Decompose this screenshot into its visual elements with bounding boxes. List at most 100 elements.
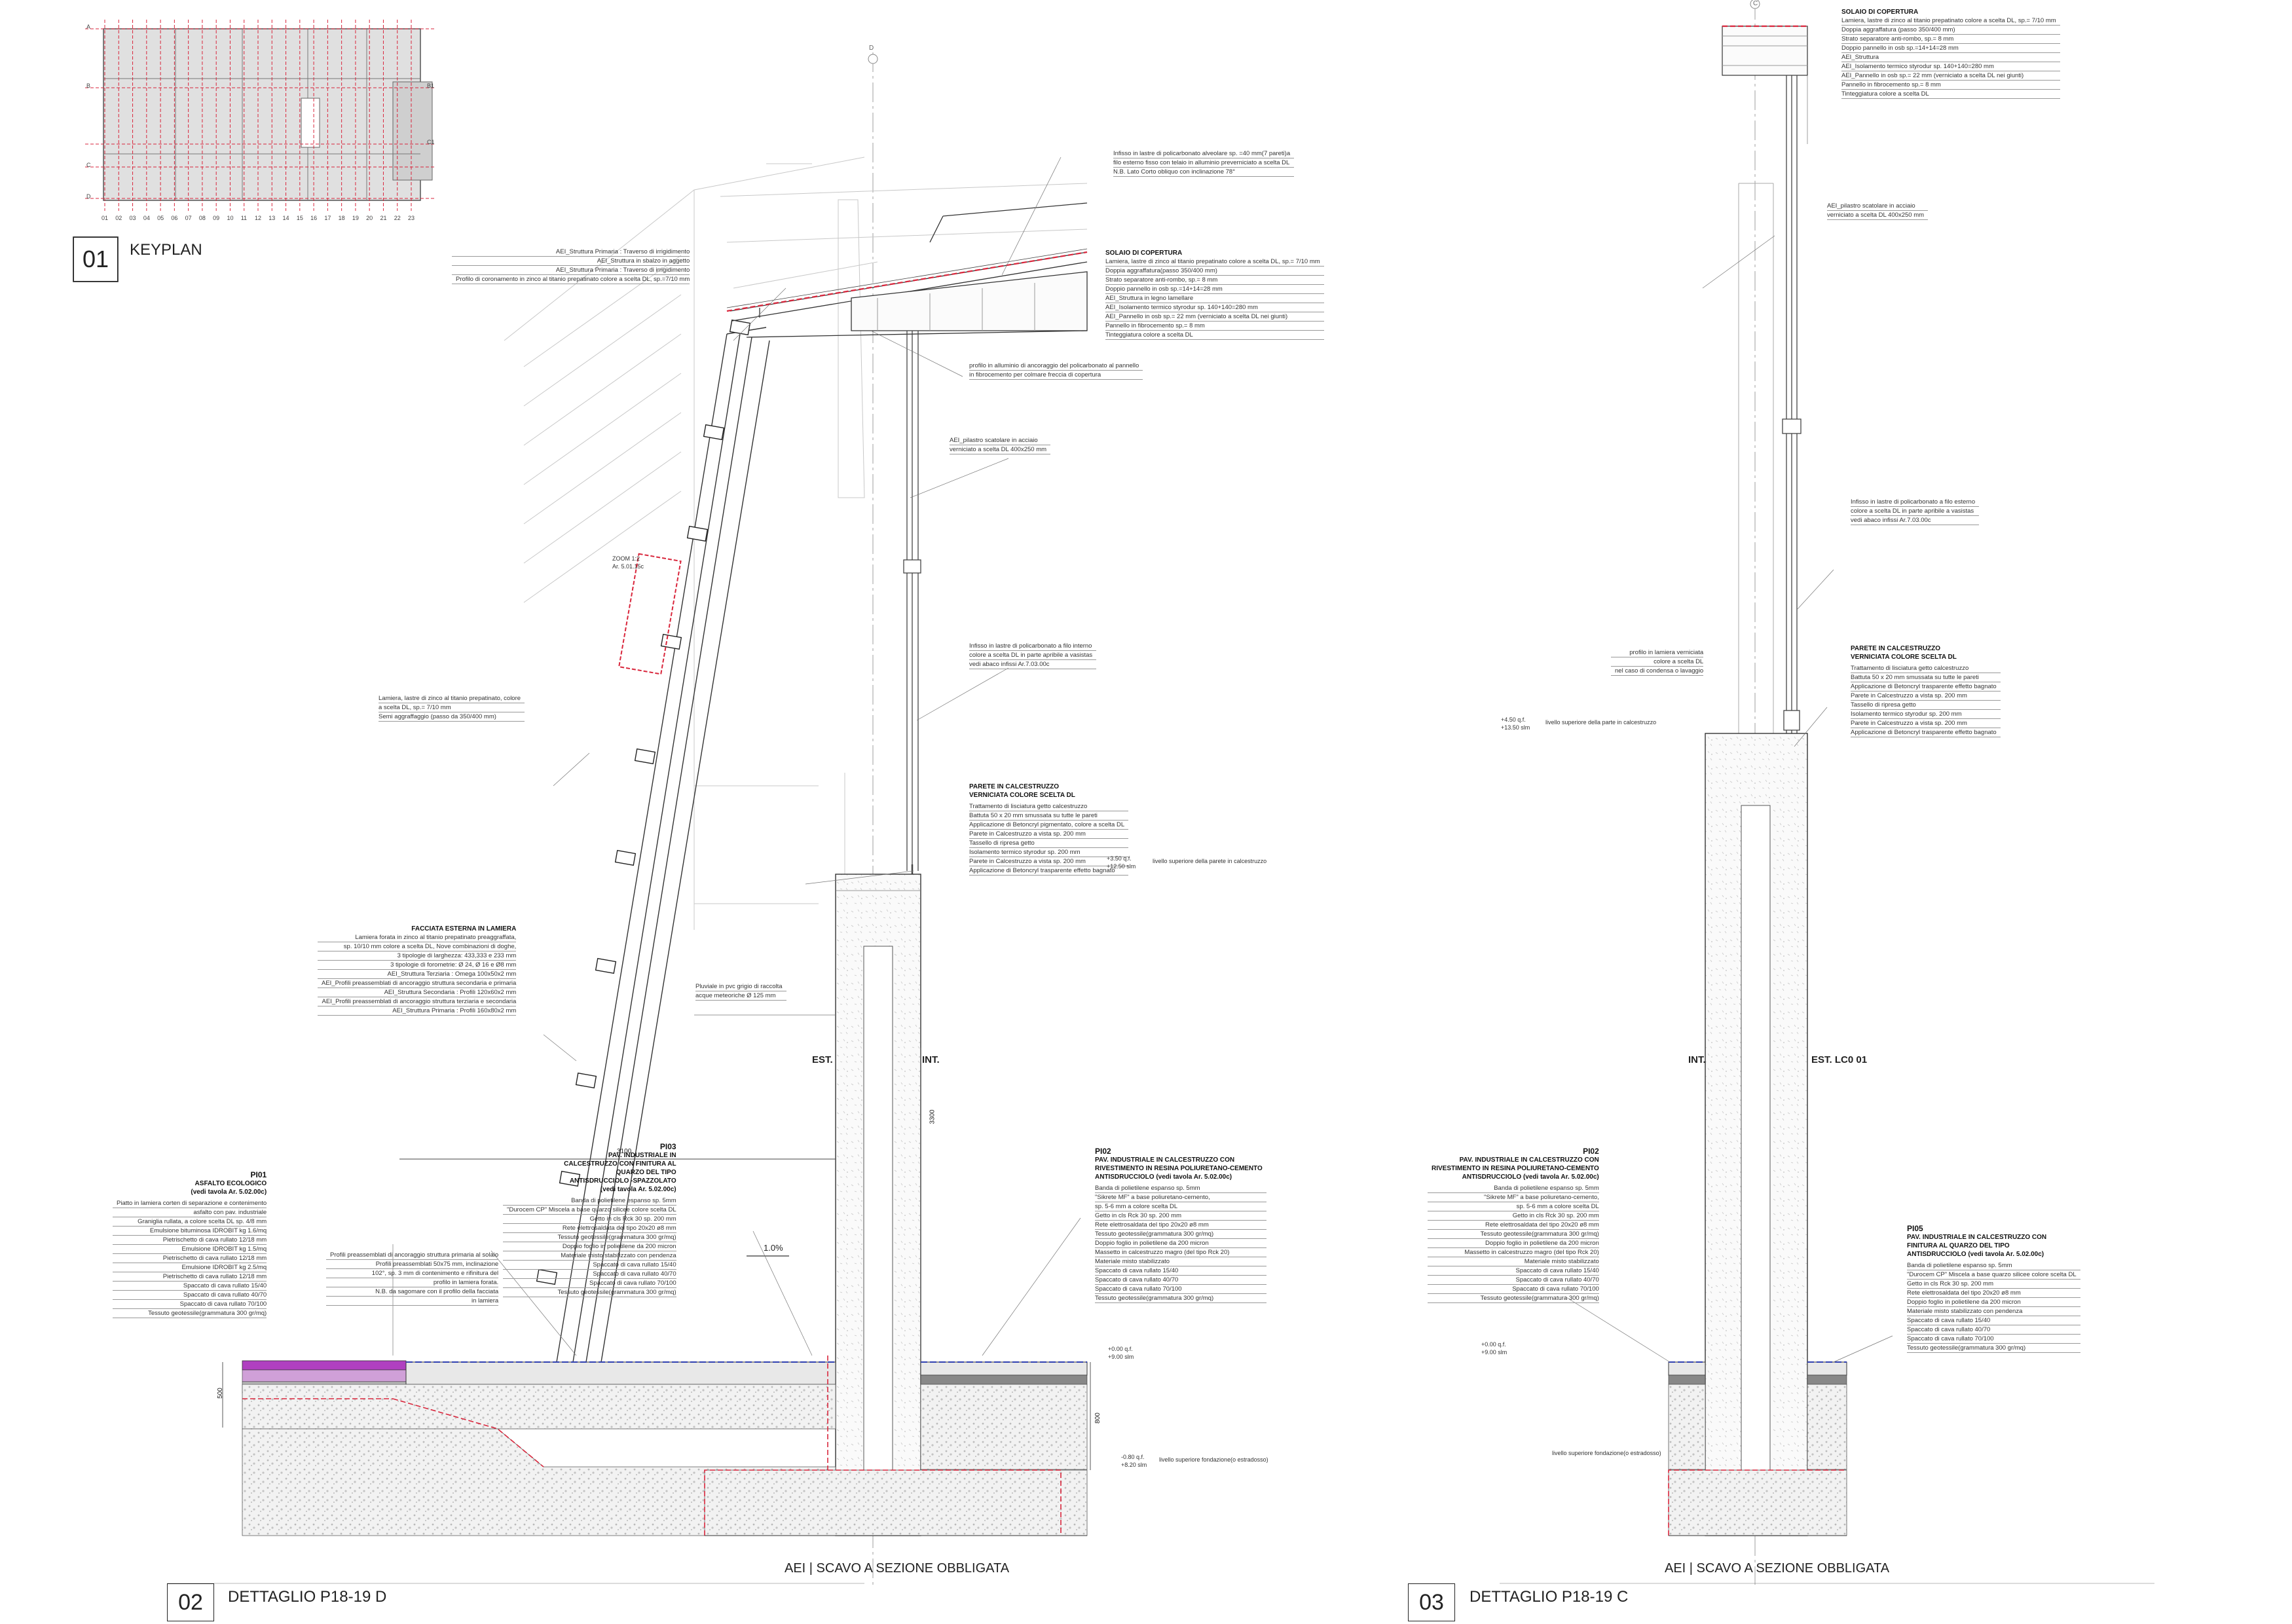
keyplan-column-label: 19 [352,215,359,221]
parete-d-line: Trattamento di lisciatura getto calcestr… [969,802,1129,811]
pi02-d-layer-line: sp. 5-6 mm a colore scelta DL [1095,1202,1266,1211]
pi01-layer-line: asfalto con pav. industriale [113,1208,267,1217]
level-wall-c-text: livello superiore della parte in calcest… [1545,719,1657,726]
facciata-line: sp. 10/10 mm colore a scelta DL, Nove co… [318,942,517,951]
leader-lines [392,75,1893,1363]
roof-structure-line: Profilo di coronamento in zinco al titan… [452,275,690,284]
facciata-title: FACCIATA ESTERNA IN LAMIERA [411,925,517,932]
callout-facciata-esterna: FACCIATA ESTERNA IN LAMIERA Lamiera fora… [318,925,517,1016]
pi03-layer-line: Spaccato di cava rullato 15/40 [503,1261,676,1270]
pi05-layer-line: Banda di polietilene espanso sp. 5mm [1907,1261,2080,1270]
detail-c-int-label: INT. [1688,1054,1706,1065]
pi02-c-layer-line: Banda di polietilene espanso sp. 5mm [1428,1184,1599,1193]
profili-preassemblati-line: in lamiera [326,1297,499,1306]
pi01-layer-line: Tessuto geotessile(grammatura 300 gr/mq) [113,1309,267,1318]
callout-pi01: PI01 ASFALTO ECOLOGICO(vedi tavola Ar. 5… [113,1171,267,1318]
keyplan-column-label: 17 [324,215,331,221]
keyplan-column-label: 13 [268,215,276,221]
detail-d-excavation-label: AEI | SCAVO A SEZIONE OBBLIGATA [785,1561,1010,1576]
steel-column-d-line: AEI_pilastro scatolare in acciaio [950,436,1051,445]
pi03-layer-line: Rete elettrosaldata del tipo 20x20 ø8 mm [503,1224,676,1233]
keyplan-column-label: 15 [296,215,303,221]
callout-parete-c: PARETE IN CALCESTRUZZO VERNICIATA COLORE… [1851,644,2001,737]
level-floor-d-qf: +0.00 q.f. [1108,1346,1133,1352]
polycarbonate-c-line: Infisso in lastre di policarbonato a fil… [1851,498,1980,507]
keyplan-column-label: 06 [171,215,178,221]
solaio-d-line: Tinteggiatura colore a scelta DL [1105,331,1324,340]
pi02-c-layer-line: Massetto in calcestruzzo magro (del tipo… [1428,1248,1599,1257]
pi02-c-layer-line: Spaccato di cava rullato 70/100 [1428,1285,1599,1294]
pi02-d-layer-line: Spaccato di cava rullato 15/40 [1095,1266,1266,1276]
keyplan-column-label: 12 [255,215,262,221]
solaio-c-line: Doppio pannello in osb sp.=14+14=28 mm [1841,44,2060,53]
keyplan-column-label: 05 [157,215,164,221]
dimension-3100: 3100 [617,1148,632,1155]
detail-d-int-label: INT. [922,1054,940,1065]
solaio-d-line: Pannello in fibrocemento sp.= 8 mm [1105,322,1324,331]
keyplan-column-label: 20 [366,215,373,221]
keyplan-column-label: 18 [338,215,345,221]
callout-solaio-copertura-d: SOLAIO DI COPERTURA Lamiera, lastre di z… [1105,249,1324,340]
level-floor-c-slm: +9.00 slm [1481,1349,1507,1356]
pi02-d-layer-line: Spaccato di cava rullato 70/100 [1095,1285,1266,1294]
solaio-d-line: Lamiera, lastre di zinco al titanio prep… [1105,257,1324,267]
level-found-d-text: livello superiore fondazione(o estradoss… [1159,1456,1268,1463]
keyplan-column-label: 09 [213,215,220,221]
keyplan-title: KEYPLAN [130,241,202,259]
pi02-c-layer-line: Materiale misto stabilizzato [1428,1257,1599,1266]
aluminium-profile-line: in fibrocemento per colmare freccia di c… [969,371,1143,380]
pi03-title-line: QUARZO DEL TIPO [616,1169,676,1176]
polycarbonate-inner-line: vedi abaco infissi Ar.7.03.00c [969,660,1097,669]
facciata-line: AEI_Profili preassemblati di ancoraggio … [318,979,517,988]
pi05-layer-line: Getto in cls Rck 30 sp. 200 mm [1907,1280,2080,1289]
keyplan-column-label: 08 [198,215,206,221]
pi02-c-title-line: PAV. INDUSTRIALE IN CALCESTRUZZO CON [1459,1156,1599,1164]
profili-preassemblati-line: Profili preassemblati di ancoraggio stru… [326,1251,499,1260]
pi03-title-line: CALCESTRUZZO CON FINITURA AL [564,1160,676,1168]
keyplan-column-label: 22 [394,215,401,221]
pi02-d-title-line: PAV. INDUSTRIALE IN CALCESTRUZZO CON [1095,1156,1235,1164]
callout-polycarbonate-c: Infisso in lastre di policarbonato a fil… [1851,498,1980,525]
pi02-c-title-line: RIVESTIMENTO IN RESINA POLIURETANO-CEMEN… [1432,1165,1599,1172]
pi03-layer-line: Spaccato di cava rullato 70/100 [503,1279,676,1288]
pi02-d-layer-line: "Sikrete MF" a base poliuretano-cemento, [1095,1193,1266,1202]
polycarbonate-c-line: colore a scelta DL in parte apribile a v… [1851,507,1980,516]
keyplan-row-c: C [86,162,91,168]
solaio-d-line: Strato separatore anti-rombo, sp.= 8 mm [1105,276,1324,285]
pi05-layer-line: Doppio foglio in polietilene da 200 micr… [1907,1298,2080,1307]
solaio-c-line: AEI_Isolamento termico styrodur sp. 140+… [1841,62,2060,71]
callout-polycarbonate-top: Infisso in lastre di policarbonato alveo… [1113,149,1295,177]
parete-d-line: Parete in Calcestruzzo a vista sp. 200 m… [969,857,1129,866]
keyplan-column-label: 14 [282,215,289,221]
dimension-800: 800 [1094,1412,1101,1424]
lamiera-zinco-line: a scelta DL, sp.= 7/10 mm [379,703,525,712]
pi05-title-line: PAV. INDUSTRIALE IN CALCESTRUZZO CON [1907,1234,2047,1241]
parete-title-c-2: VERNICIATA COLORE SCELTA DL [1851,654,1957,661]
steel-section-profile [660,633,682,650]
facciata-line: 3 tipologie di forometrie: Ø 24, Ø 16 e … [318,961,517,970]
pi02-c-layer-line: "Sikrete MF" a base poliuretano-cemento, [1428,1193,1599,1202]
pluviale-line: acque meteoriche Ø 125 mm [695,991,786,1001]
parete-d-line: Parete in Calcestruzzo a vista sp. 200 m… [969,830,1129,839]
callout-pi05: PI05 PAV. INDUSTRIALE IN CALCESTRUZZO CO… [1907,1225,2080,1353]
lamiera-zinco-line: Lamiera, lastre di zinco al titanio prep… [379,694,525,703]
callout-pi02-d: PI02 PAV. INDUSTRIALE IN CALCESTRUZZO CO… [1095,1147,1266,1303]
solaio-d-line: AEI_Struttura in legno lamellare [1105,294,1324,303]
keyplan-number: 01 [73,237,118,282]
solaio-c-line: Tinteggiatura colore a scelta DL [1841,90,2060,99]
detail-d-number: 02 [167,1583,214,1621]
parete-title-d-1: PARETE IN CALCESTRUZZO [969,783,1060,790]
solaio-d-line: Doppio pannello in osb sp.=14+14=28 mm [1105,285,1324,294]
steel-section-profile [703,424,725,441]
steel-column-d-line: verniciato a scelta DL 400x250 mm [950,445,1051,454]
steel-section-profile [559,1170,581,1187]
parete-c-line: Trattamento di lisciatura getto calcestr… [1851,664,2001,673]
polycarbonate-inner-line: Infisso in lastre di policarbonato a fil… [969,642,1097,651]
pi03-title-line: ANTISDRUCCIOLO -SPAZZOLATO [569,1177,676,1185]
parete-c-line: Battuta 50 x 20 mm smussata su tutte le … [1851,673,2001,682]
detail-c-title: DETTAGLIO P18-19 C [1469,1588,1629,1606]
level-floor-d-slm: +9.00 slm [1108,1354,1134,1360]
detail-c-est-label: EST. LC0 01 [1811,1054,1868,1065]
pi05-layer-line: Tessuto geotessile(grammatura 300 gr/mq) [1907,1344,2080,1353]
